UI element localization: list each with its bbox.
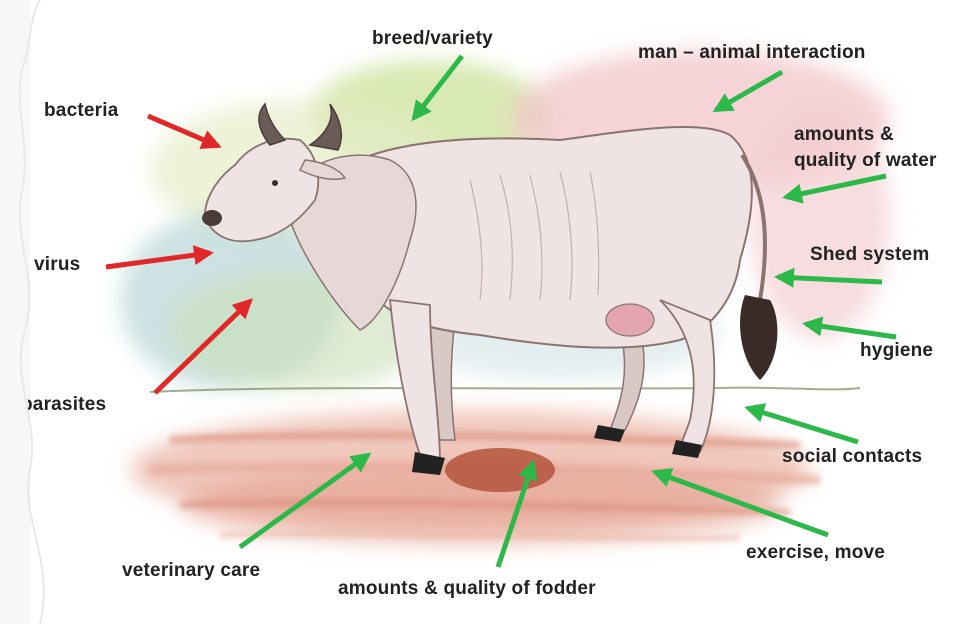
label-water-line1: amounts & <box>794 122 979 148</box>
label-water: amounts & quality of water <box>794 122 979 174</box>
label-social: social contacts <box>782 446 922 468</box>
left-margin <box>0 0 30 624</box>
label-breed: breed/variety <box>372 28 493 50</box>
label-parasites: parasites <box>28 394 146 416</box>
label-hygiene: hygiene <box>860 340 933 362</box>
label-water-line2: quality of water <box>794 148 979 174</box>
label-interaction: man – animal interaction <box>638 42 866 64</box>
dung-heap <box>445 448 555 492</box>
label-virus: virus <box>34 254 80 276</box>
label-shed: Shed system <box>810 244 929 266</box>
label-bacteria: bacteria <box>44 100 118 122</box>
label-fodder: amounts & quality of fodder <box>338 578 596 600</box>
label-vet: veterinary care <box>122 560 260 582</box>
label-exercise: exercise, move <box>746 542 885 564</box>
